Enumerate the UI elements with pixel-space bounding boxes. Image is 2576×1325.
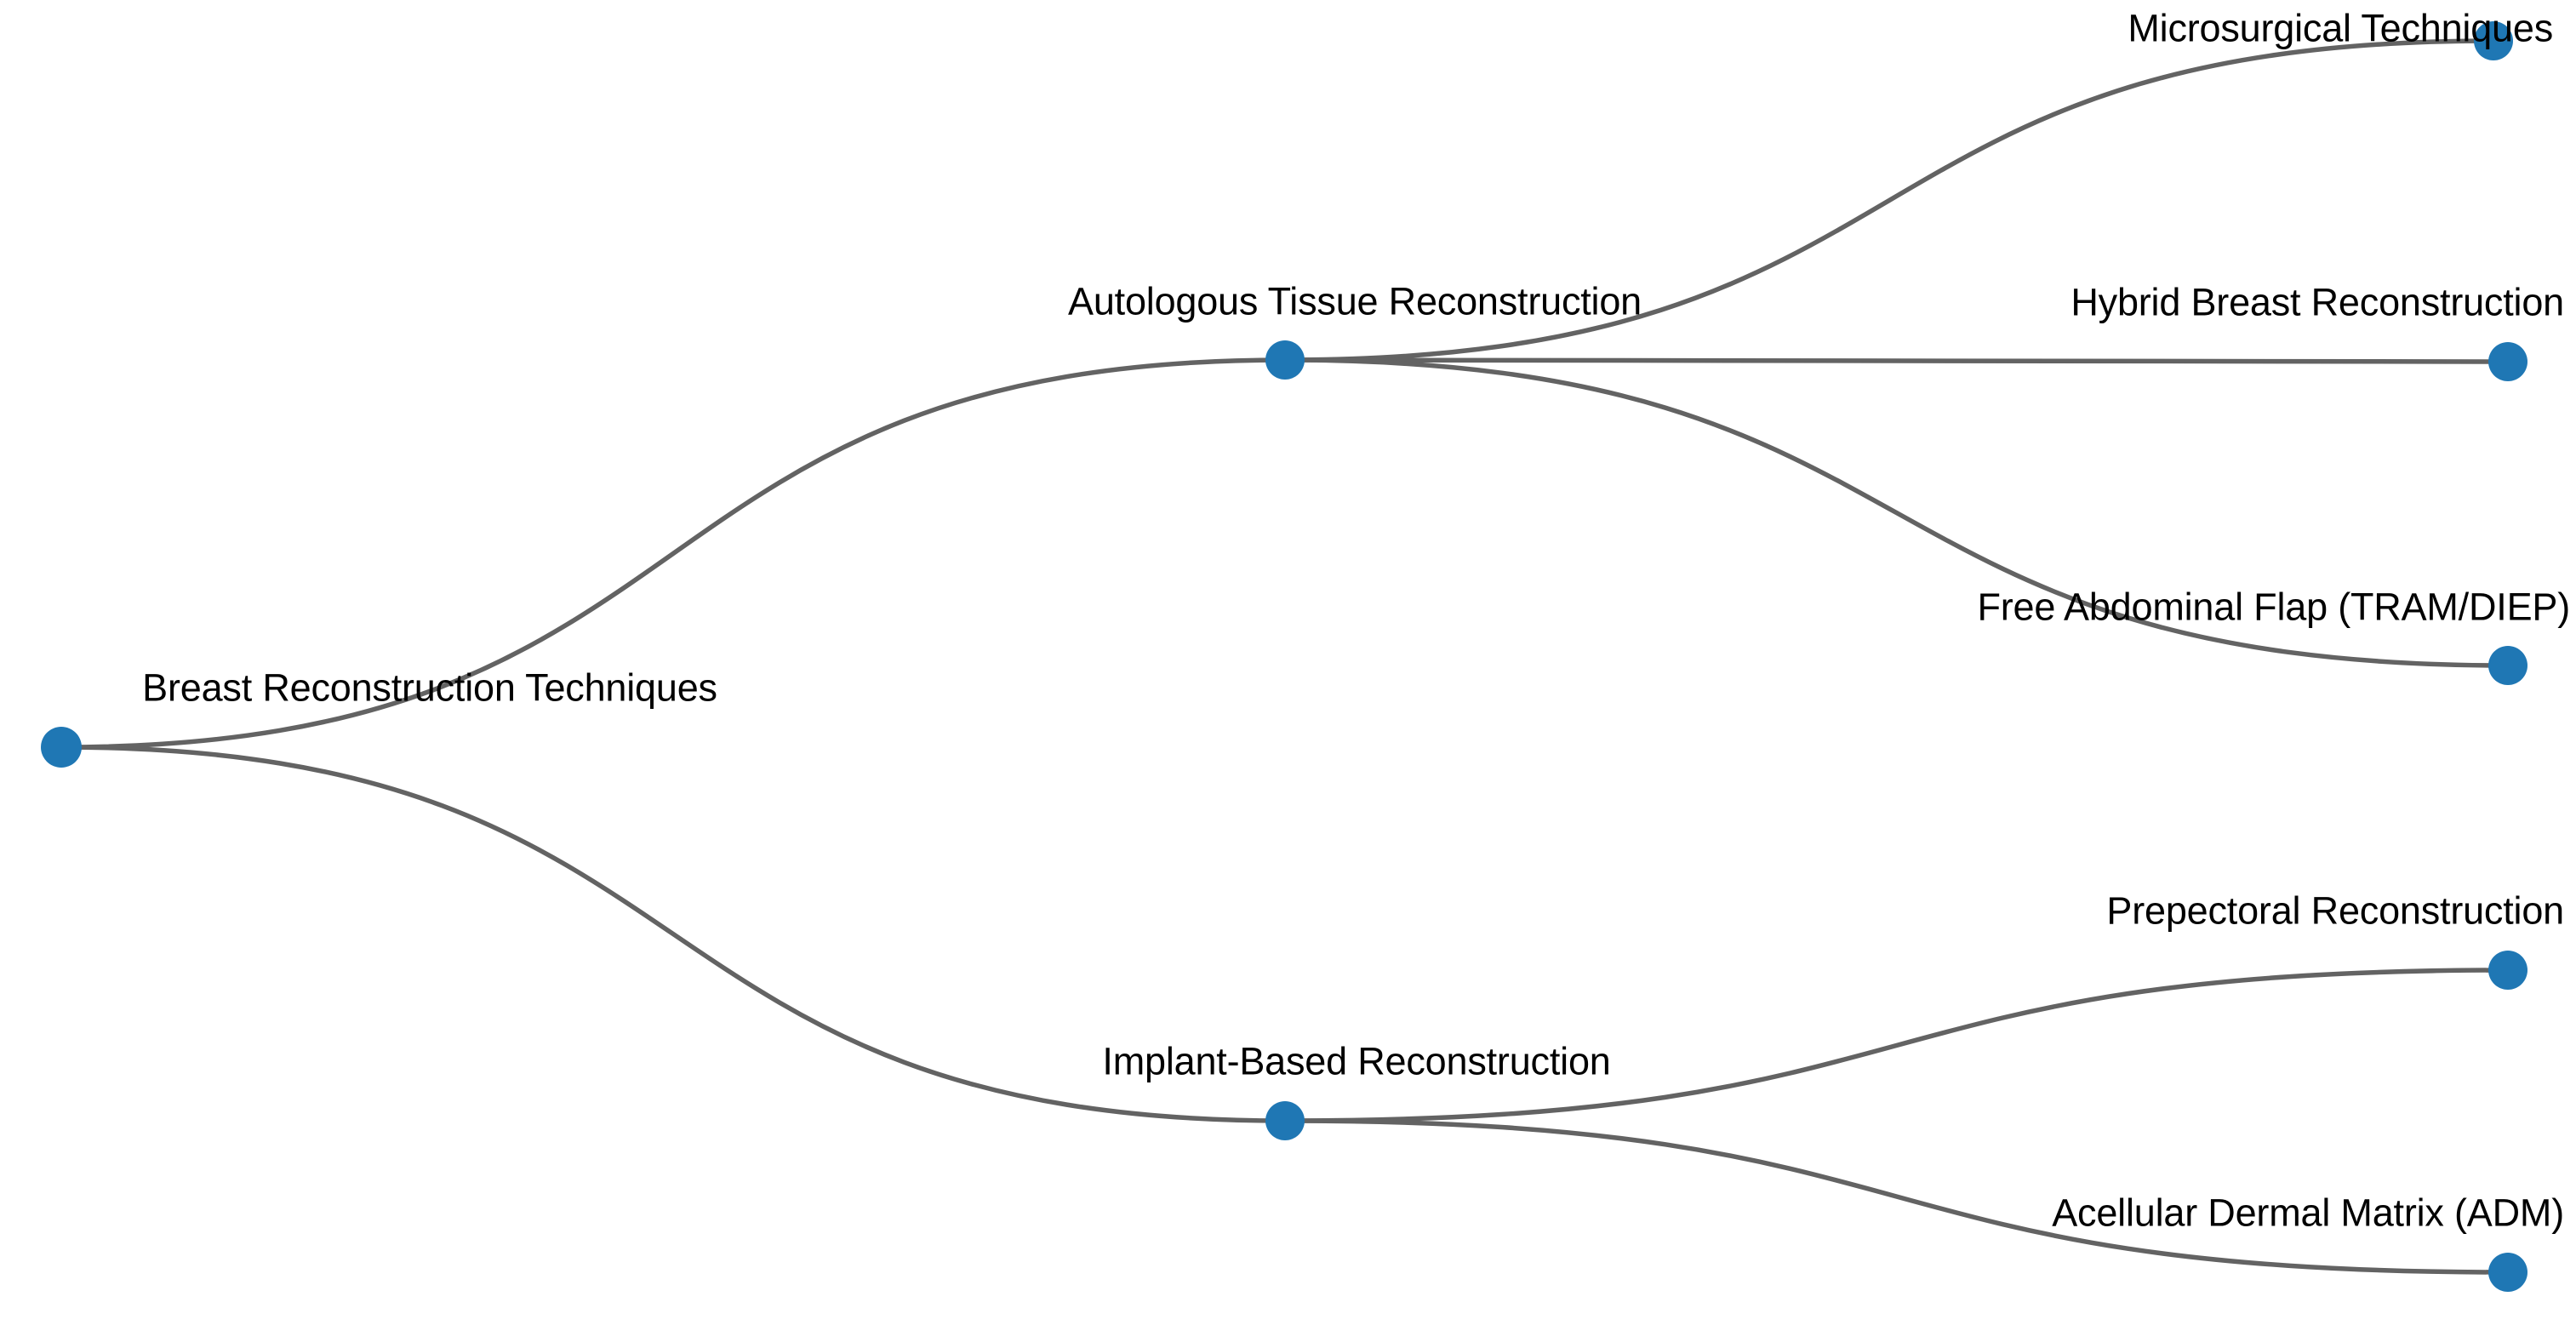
- tree-node-label-adm: Acellular Dermal Matrix (ADM): [2052, 1191, 2564, 1235]
- tree-node-label-root: Breast Reconstruction Techniques: [142, 665, 717, 710]
- tree-node-prepectoral[interactable]: [2488, 951, 2527, 990]
- tree-node-label-hybrid: Hybrid Breast Reconstruction: [2071, 280, 2564, 324]
- tree-node-implant[interactable]: [1265, 1101, 1305, 1140]
- tree-node-microsurgical[interactable]: [2474, 21, 2513, 60]
- tree-node-adm[interactable]: [2488, 1253, 2527, 1292]
- tree-edge: [1282, 357, 2510, 668]
- tree-node-label-prepectoral: Prepectoral Reconstruction: [2106, 888, 2564, 933]
- tree-node-label-implant: Implant-Based Reconstruction: [1102, 1039, 1611, 1083]
- tree-edge: [1282, 968, 2510, 1123]
- tree-node-label-freeflap: Free Abdominal Flap (TRAM/DIEP): [1977, 585, 2570, 629]
- nodes-group: [41, 21, 2527, 1292]
- edges-group: [59, 38, 2510, 1275]
- tree-edge: [59, 745, 1288, 1123]
- tree-node-root[interactable]: [41, 727, 82, 768]
- tree-edge: [1282, 38, 2496, 363]
- tree-node-label-autologous: Autologous Tissue Reconstruction: [1068, 279, 1642, 323]
- tree-node-hybrid[interactable]: [2488, 342, 2527, 381]
- tree-node-label-microsurgical: Microsurgical Techniques: [2128, 6, 2553, 50]
- tree-node-autologous[interactable]: [1265, 340, 1305, 380]
- tree-edge: [59, 357, 1288, 750]
- tree-edge: [1282, 357, 2510, 364]
- tree-edge: [1282, 1118, 2510, 1275]
- tree-node-freeflap[interactable]: [2488, 646, 2527, 685]
